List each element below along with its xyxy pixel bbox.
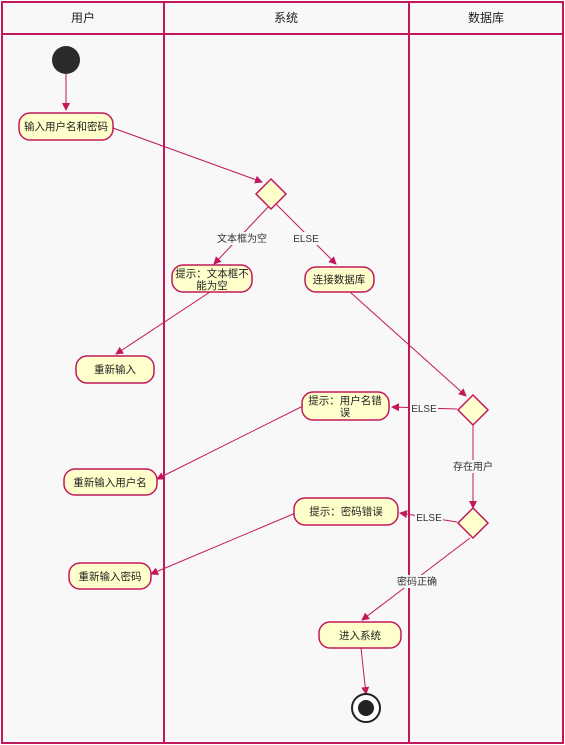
activity-connect-db: 连接数据库 [304,266,375,293]
activity-reenter-password: 重新输入密码 [68,562,152,590]
svg-text:重新输入: 重新输入 [94,363,136,376]
svg-text:重新输入密码: 重新输入密码 [79,570,142,583]
svg-text:误: 误 [340,407,351,419]
activity-hint-empty: 提示：文本框不 能为空 [171,264,253,293]
edge-label-password-correct: 密码正确 [397,575,437,588]
lane-header-user: 用户 [71,10,95,25]
activity-reenter: 重新输入 [75,355,155,384]
decision-password-correct [456,506,490,540]
end-node [351,693,381,723]
activity-hint-password-error: 提示：密码错误 [293,497,399,526]
svg-text:重新输入用户名: 重新输入用户名 [73,476,147,489]
edge-input-to-decision1 [112,127,263,184]
svg-text:提示：用户名错: 提示：用户名错 [308,394,382,407]
activity-enter-system: 进入系统 [318,621,402,649]
edge-connect-to-decision2 [349,291,467,397]
svg-text:进入系统: 进入系统 [339,629,381,642]
svg-text:连接数据库: 连接数据库 [313,273,366,286]
start-node [52,46,80,74]
svg-text:能为空: 能为空 [196,279,228,292]
decision-user-exists [456,393,490,427]
lane-database [408,1,564,744]
edge-labels: 文本框为空 ELSE ELSE 存在用户 ELSE 密码正确 [216,232,495,588]
svg-text:提示：文本框不: 提示：文本框不 [175,267,249,280]
activity-reenter-username: 重新输入用户名 [63,468,158,496]
edge-label-else-2: ELSE [411,404,437,415]
edge-label-user-exists: 存在用户 [453,460,493,473]
edge-label-text-empty: 文本框为空 [217,232,267,245]
lane-header-system: 系统 [274,11,298,25]
activity-input-credentials: 输入用户名和密码 [18,112,114,141]
edge-label-else-3: ELSE [416,513,442,524]
svg-text:提示：密码错误: 提示：密码错误 [309,505,383,518]
lane-header-database: 数据库 [468,10,504,25]
svg-text:输入用户名和密码: 输入用户名和密码 [24,120,108,133]
nodes: 输入用户名和密码 提示：文本框不 能为空 连接数据库 重新输入 提示：用户名错 … [18,46,490,723]
activity-hint-user-error: 提示：用户名错 误 [301,391,390,421]
edge-hint-user-to-reenter-username [156,404,306,480]
decision-text-empty [254,177,288,211]
edge-hint-password-to-reenter-password [150,511,299,575]
edge-hint-empty-to-reenter [115,291,211,355]
edge-label-else-1: ELSE [293,234,319,245]
edge-enter-system-to-end [360,647,370,695]
